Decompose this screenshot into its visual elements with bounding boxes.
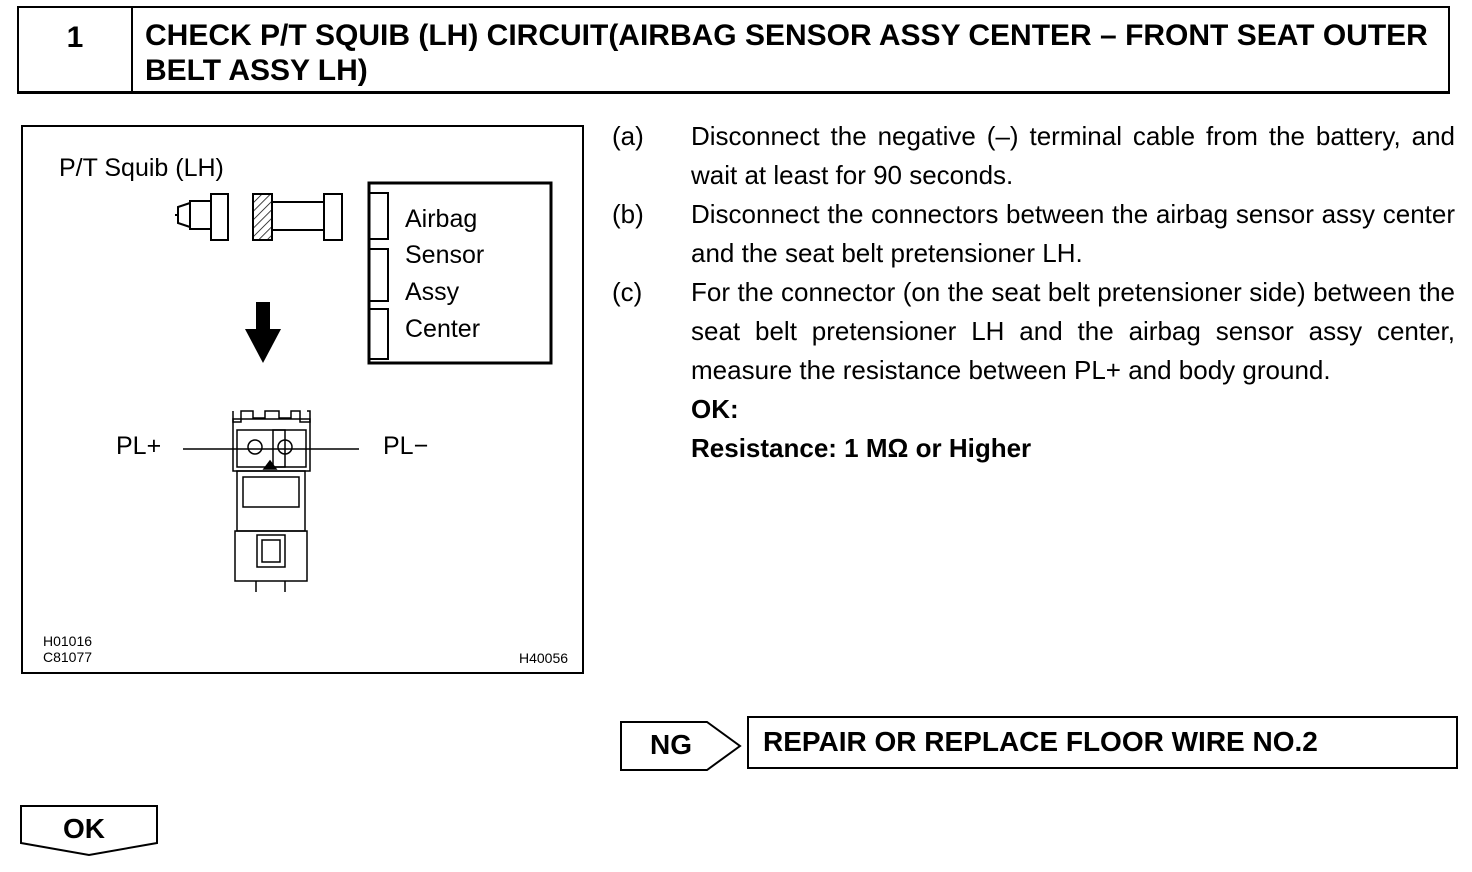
- ng-action-box: REPAIR OR REPLACE FLOOR WIRE NO.2: [747, 716, 1458, 769]
- instruction-item: (a) Disconnect the negative (–) terminal…: [612, 117, 1455, 195]
- ng-label: NG: [650, 729, 692, 760]
- figure-code-2: C81077: [43, 649, 93, 665]
- instruction-item: (b) Disconnect the connectors between th…: [612, 195, 1455, 273]
- ok-continue-box: OK: [20, 805, 160, 862]
- step-number: 1: [19, 8, 133, 91]
- ng-arrow-shape: [620, 721, 742, 771]
- resistance-spec: Resistance: 1 MΩ or Higher: [691, 433, 1032, 463]
- terminal-minus-label: PL−: [383, 432, 429, 460]
- step-title: CHECK P/T SQUIB (LH) CIRCUIT(AIRBAG SENS…: [145, 19, 1428, 87]
- diagram-drawing: [175, 181, 553, 592]
- figure-code-right: H40056: [519, 650, 569, 666]
- instruction-label: (a): [612, 121, 644, 151]
- ok-label: OK: [63, 813, 105, 844]
- mating-connector: [252, 193, 343, 241]
- instruction-item: (c) For the connector (on the seat belt …: [612, 273, 1455, 390]
- ng-arrow-box: NG: [620, 721, 742, 776]
- sensor-label-line-2: Sensor: [405, 241, 485, 269]
- instruction-label: (b): [612, 199, 644, 229]
- sensor-label-line-3: Assy: [405, 278, 460, 306]
- step-header: 1 CHECK P/T SQUIB (LH) CIRCUIT(AIRBAG SE…: [17, 6, 1450, 94]
- instruction-text: Disconnect the connectors between the ai…: [691, 199, 1455, 268]
- down-arrow-icon: [245, 302, 281, 363]
- connector-diagram: P/T Squib (LH) Airbag Sensor Assy Center…: [21, 125, 584, 674]
- terminal-plus-label: PL+: [116, 432, 162, 460]
- ng-action-text: REPAIR OR REPLACE FLOOR WIRE NO.2: [763, 726, 1318, 757]
- sensor-label-line-4: Center: [405, 315, 481, 343]
- instruction-text: For the connector (on the seat belt pret…: [691, 277, 1455, 385]
- squib-label: P/T Squib (LH): [59, 154, 224, 182]
- squib-connector: [175, 193, 229, 241]
- instruction-label: (c): [612, 277, 643, 307]
- instructions: (a) Disconnect the negative (–) terminal…: [612, 117, 1455, 468]
- ok-condition-label: OK:: [691, 394, 739, 424]
- ok-arrow-shape: [20, 805, 158, 857]
- connector-front-view: [232, 410, 311, 592]
- figure-code-1: H01016: [43, 633, 93, 649]
- sensor-box: [367, 181, 553, 365]
- instruction-text: Disconnect the negative (–) terminal cab…: [691, 121, 1455, 190]
- sensor-label-line-1: Airbag: [405, 205, 478, 233]
